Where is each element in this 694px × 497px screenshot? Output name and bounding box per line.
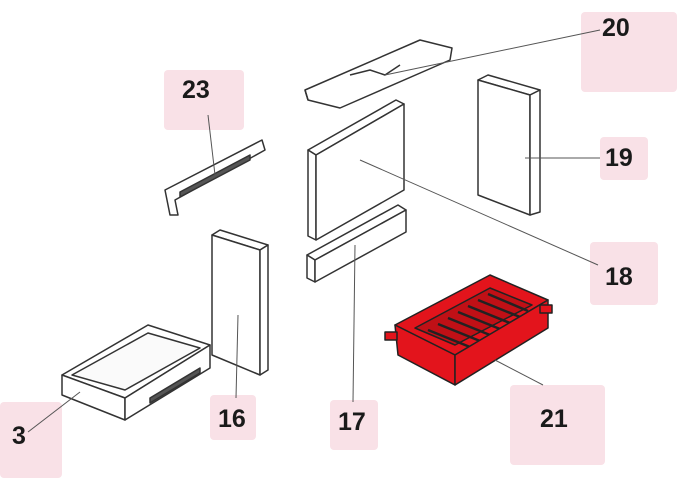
label-box-17 — [330, 400, 378, 450]
label-box-19 — [600, 137, 648, 180]
label-box-20 — [581, 12, 677, 92]
part-16-side-panel[interactable] — [211, 229, 269, 376]
part-19-side-panel[interactable] — [477, 74, 541, 216]
part-23-bracket[interactable] — [164, 139, 266, 216]
part-label-19: 19 — [605, 144, 633, 172]
label-box-23 — [164, 70, 244, 130]
part-20-baffle[interactable] — [304, 39, 453, 109]
part-label-3: 3 — [12, 422, 26, 450]
part-21-grate-tray[interactable] — [384, 274, 553, 386]
label-box-3 — [0, 402, 62, 478]
leader-lines — [27, 29, 601, 433]
part-label-21: 21 — [540, 405, 568, 433]
part-label-16: 16 — [218, 405, 246, 433]
label-box-21 — [510, 385, 605, 465]
part-label-18: 18 — [605, 263, 633, 291]
label-box-16 — [210, 395, 256, 440]
part-17-strip[interactable] — [306, 204, 407, 283]
part-label-20: 20 — [602, 14, 630, 42]
part-label-23: 23 — [182, 76, 210, 104]
label-box-18 — [590, 242, 658, 305]
part-3-ash-drawer[interactable] — [61, 324, 211, 421]
part-label-17: 17 — [338, 408, 366, 436]
part-18-back-panel[interactable] — [307, 99, 405, 241]
